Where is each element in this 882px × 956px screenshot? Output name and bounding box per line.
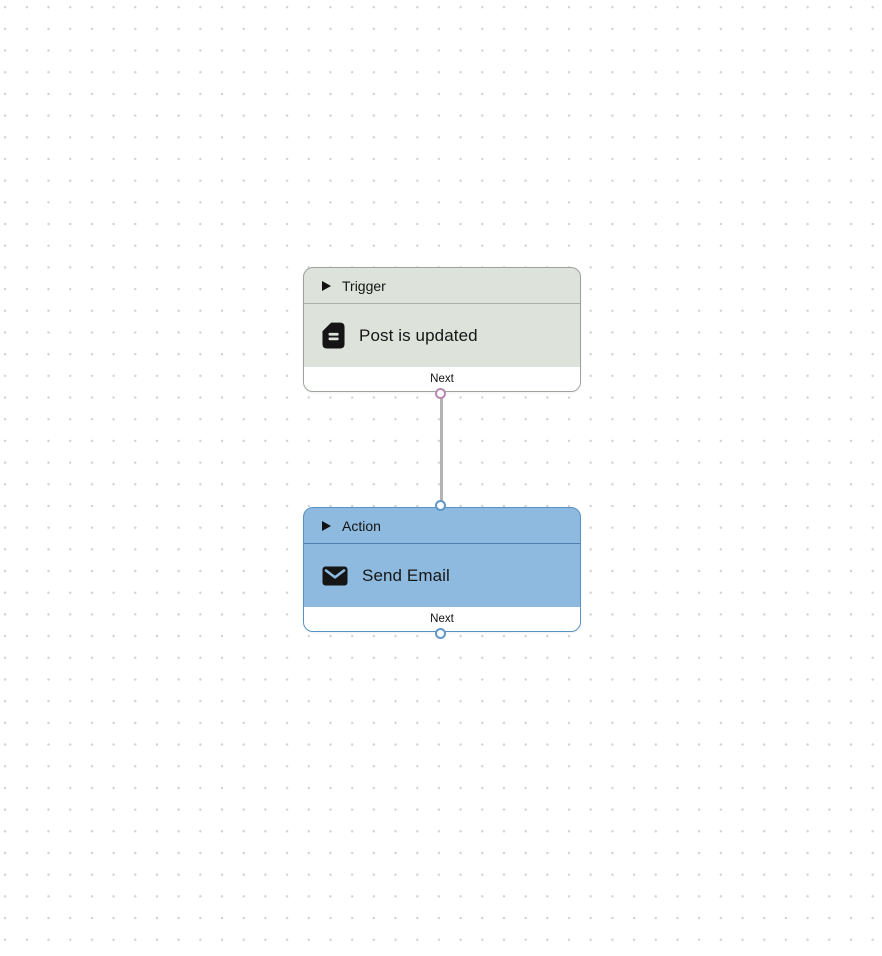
node-type-label: Trigger bbox=[342, 277, 386, 294]
node-title: Post is updated bbox=[359, 325, 478, 345]
document-icon bbox=[322, 322, 345, 349]
connector-edge bbox=[440, 394, 443, 507]
trigger-output-port[interactable] bbox=[435, 388, 446, 399]
node-action-body[interactable]: Send Email bbox=[304, 544, 580, 607]
node-action-header[interactable]: Action bbox=[304, 508, 580, 544]
next-port-label: Next bbox=[430, 613, 454, 625]
disclosure-triangle-icon[interactable] bbox=[322, 520, 331, 531]
email-icon bbox=[322, 566, 348, 586]
next-port-label: Next bbox=[430, 373, 454, 385]
node-action-footer: Next bbox=[304, 607, 580, 631]
node-trigger-footer: Next bbox=[304, 367, 580, 391]
node-trigger-body[interactable]: Post is updated bbox=[304, 304, 580, 367]
action-output-port[interactable] bbox=[435, 628, 446, 639]
node-trigger[interactable]: Trigger Post is updated Next bbox=[303, 267, 581, 399]
node-type-label: Action bbox=[342, 517, 381, 534]
action-input-port[interactable] bbox=[435, 500, 446, 511]
node-title: Send Email bbox=[362, 565, 450, 585]
disclosure-triangle-icon[interactable] bbox=[322, 280, 331, 291]
node-trigger-header[interactable]: Trigger bbox=[304, 268, 580, 304]
node-action[interactable]: Action Send Email Next bbox=[303, 500, 581, 639]
